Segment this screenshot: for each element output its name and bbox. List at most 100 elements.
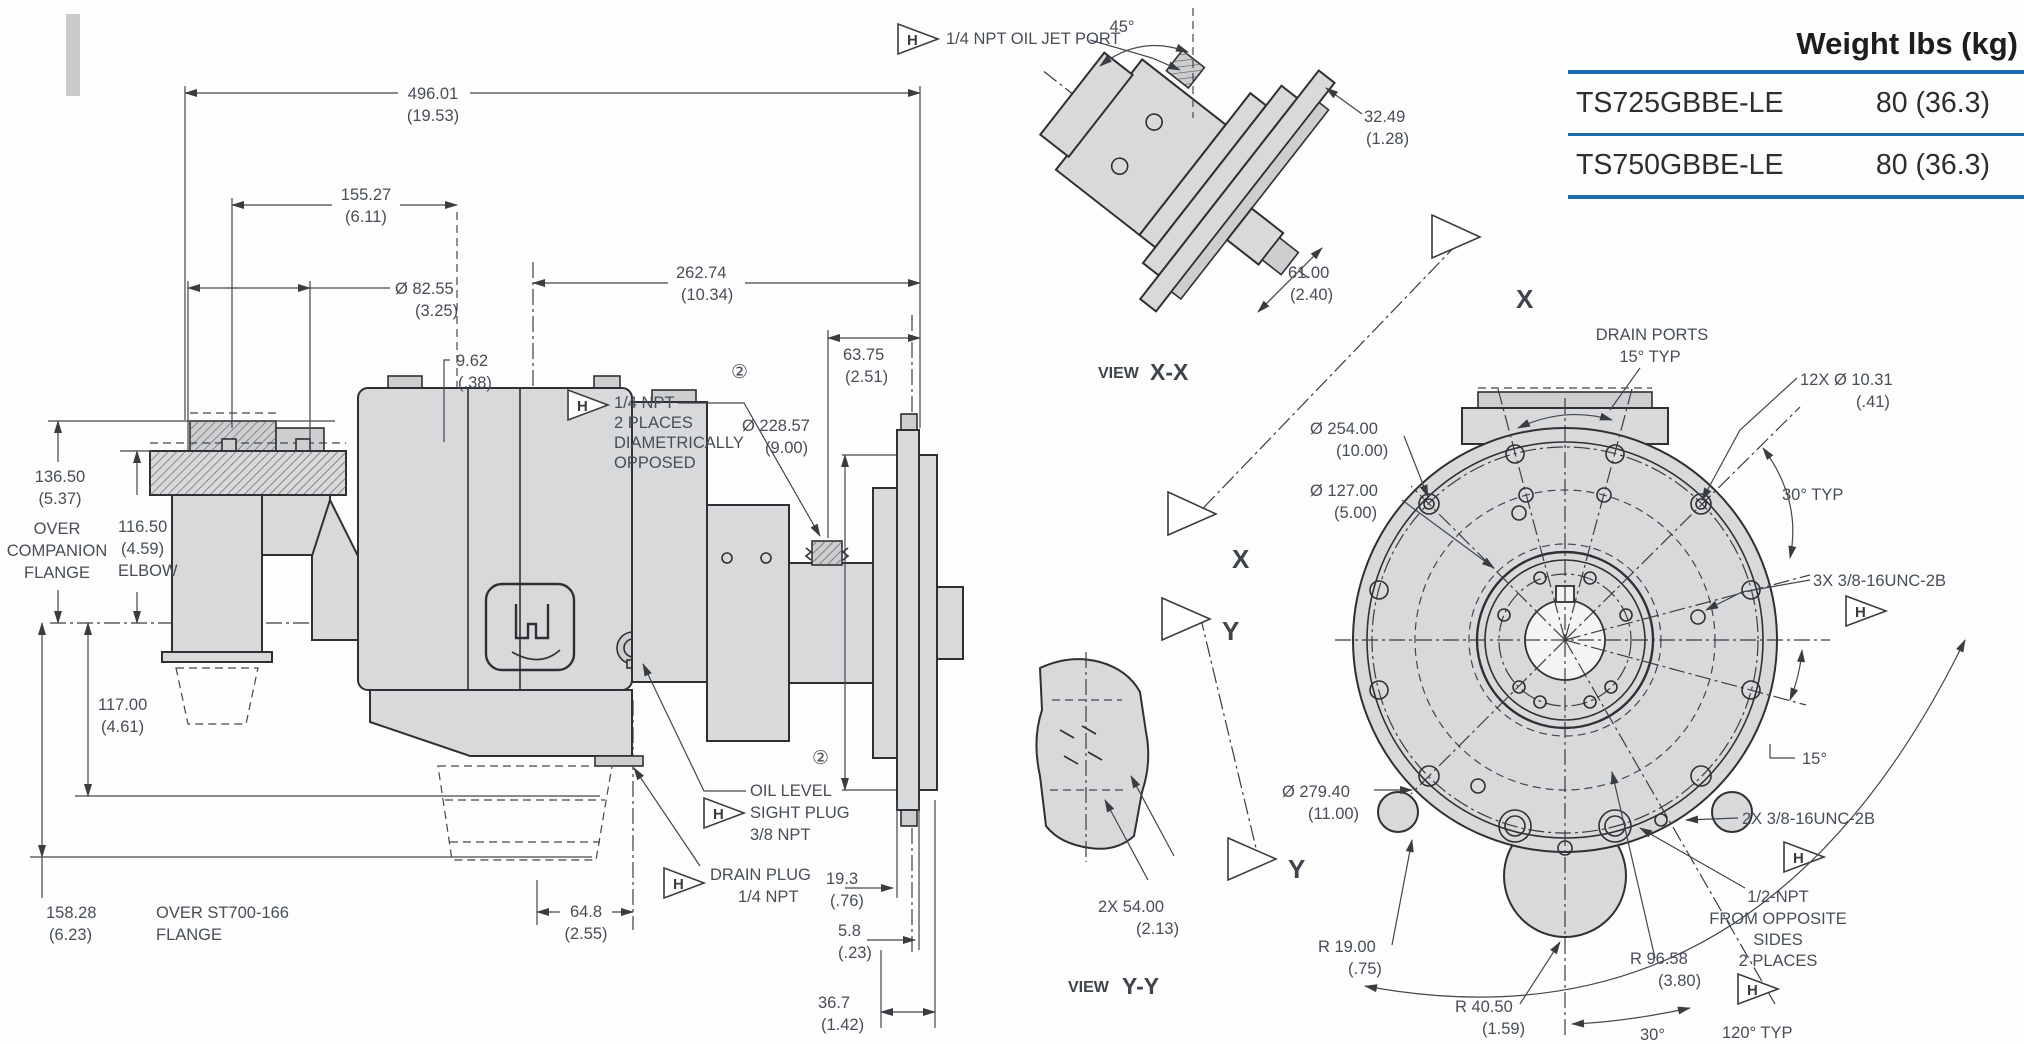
output-shaft-stub [936,586,964,660]
svg-text:Ø 82.55: Ø 82.55 [395,280,454,298]
oil-sump [369,689,633,757]
svg-text:Ø 127.00: Ø 127.00 [1310,482,1378,500]
section-y-label: Y [1222,616,1239,646]
svg-text:3/8 NPT: 3/8 NPT [750,826,811,844]
svg-text:Ø 254.00: Ø 254.00 [1310,420,1378,438]
svg-text:(3.25): (3.25) [415,302,458,320]
svg-text:X: X [1232,544,1250,574]
output-flange-plate [896,429,920,811]
model-name: TS725GBBE-LE [1576,87,1784,119]
svg-text:(5.37): (5.37) [38,490,81,508]
note-2-callout: ② [812,748,829,769]
model-weight: 80 (36.3) [1875,87,1990,119]
svg-text:Ø 228.57: Ø 228.57 [742,417,810,435]
npt-2places-label: H 1/4 NPT 2 PLACES DIAMETRICALLY OPPOSED [567,388,821,537]
end-view: DRAIN PORTS 15° TYP 12X Ø 10.31 (.41) 30… [1282,326,1966,1044]
svg-text:(6.23): (6.23) [49,926,92,944]
svg-text:COMPANION: COMPANION [7,542,108,560]
section-x-label: X [1516,284,1534,314]
svg-text:(2.40): (2.40) [1290,286,1333,304]
svg-text:R 19.00: R 19.00 [1318,938,1376,956]
svg-text:158.28: 158.28 [46,904,96,922]
svg-text:(4.61): (4.61) [101,718,144,736]
svg-text:FLANGE: FLANGE [24,564,90,582]
h-flag-icon: H [673,876,684,893]
svg-text:15° TYP: 15° TYP [1619,348,1680,366]
svg-text:DRAIN PORTS: DRAIN PORTS [1596,326,1708,344]
section-markers: X X Y Y [1161,213,1534,884]
svg-text:1/4 NPT OIL JET PORT: 1/4 NPT OIL JET PORT [946,30,1121,48]
h-flag-icon: H [713,806,724,823]
view-yy: 2X 54.00 (2.13) VIEW Y-Y [1035,652,1179,999]
svg-text:(10.34): (10.34) [681,286,733,304]
drain-plug [594,755,644,767]
svg-text:19.3: 19.3 [826,870,858,888]
h-flag-icon: H [577,398,588,415]
svg-text:DIAMETRICALLY: DIAMETRICALLY [614,434,744,452]
h-flag-icon: H [907,32,918,49]
svg-text:15°: 15° [1802,750,1827,768]
brand-logo [484,582,576,672]
svg-text:(5.00): (5.00) [1334,504,1377,522]
st700-flange-hidden [437,765,613,861]
svg-text:(2.51): (2.51) [845,368,888,386]
dim-45deg: 45° [1110,18,1135,36]
svg-text:136.50: 136.50 [35,468,85,486]
svg-text:155.27: 155.27 [341,186,391,204]
svg-text:R 40.50: R 40.50 [1455,998,1513,1016]
output-shaft-housing [788,562,874,684]
svg-text:OVER: OVER [34,520,81,538]
svg-text:Y-Y: Y-Y [1122,973,1159,999]
svg-text:(2.55): (2.55) [564,925,607,943]
svg-text:FLANGE: FLANGE [156,926,222,944]
svg-text:(1.59): (1.59) [1482,1020,1525,1038]
side-view: 496.01 (19.53) 155.27 (6.11) Ø 82.55 (3.… [7,85,964,1034]
drain-plug-label: H DRAIN PLUG 1/4 NPT [633,767,811,906]
svg-text:5.8: 5.8 [838,922,861,940]
weight-table: Weight lbs (kg) TS725GBBE-LE 80 (36.3) T… [1568,22,2024,199]
table-rule [1568,195,2024,199]
svg-text:ELBOW: ELBOW [118,562,178,580]
model-weight: 80 (36.3) [1875,149,1990,181]
svg-text:120° TYP: 120° TYP [1722,1024,1793,1042]
flange-hub [872,487,898,759]
svg-text:(.41): (.41) [1856,393,1890,411]
svg-text:(10.00): (10.00) [1336,442,1388,460]
table-row: TS725GBBE-LE 80 (36.3) [1568,74,2024,133]
table-rule [1568,70,2024,74]
svg-text:63.75: 63.75 [843,346,884,364]
table-rule [1568,133,2024,136]
note-2-callout: ② [731,362,748,383]
elbow-duct [171,494,263,653]
svg-text:Y: Y [1288,854,1305,884]
h-flag-icon: H [1855,604,1866,621]
svg-text:(1.42): (1.42) [821,1016,864,1034]
svg-text:30° TYP: 30° TYP [1782,486,1843,504]
svg-text:2X 54.00: 2X 54.00 [1098,898,1164,916]
svg-text:2X 3/8-16UNC-2B: 2X 3/8-16UNC-2B [1742,810,1875,828]
svg-text:DRAIN PLUG: DRAIN PLUG [710,866,811,884]
svg-text:(.38): (.38) [458,374,492,392]
model-name: TS750GBBE-LE [1576,149,1784,181]
table-row: TS750GBBE-LE 80 (36.3) [1568,136,2024,195]
gear-housing [357,387,633,691]
svg-text:(.23): (.23) [838,944,872,962]
svg-text:(3.80): (3.80) [1658,972,1701,990]
svg-text:(11.00): (11.00) [1308,805,1359,823]
svg-text:30°: 30° [1640,1026,1665,1044]
svg-text:Ø 279.40: Ø 279.40 [1282,783,1350,801]
view-xx: 45° H 1/4 NPT OIL JET PORT 32.49 (1.28) … [897,8,1409,385]
shaft-collar [706,504,790,742]
oil-jet-label: H 1/4 NPT OIL JET PORT [897,22,1181,71]
svg-text:32.49: 32.49 [1364,108,1405,126]
scan-artifact [66,14,80,96]
svg-text:SIDES: SIDES [1753,931,1803,949]
svg-text:117.00: 117.00 [98,696,147,714]
svg-text:OVER ST700-166: OVER ST700-166 [156,904,289,922]
svg-text:(4.59): (4.59) [121,540,164,558]
svg-text:36.7: 36.7 [818,994,850,1012]
svg-text:SIGHT PLUG: SIGHT PLUG [750,804,850,822]
view-xx-title: VIEW [1098,365,1140,382]
